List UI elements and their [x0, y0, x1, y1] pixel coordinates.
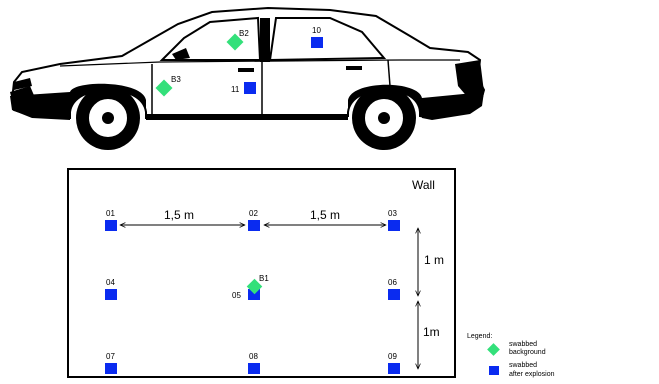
headlight: [14, 78, 32, 90]
marker-01-label: 01: [106, 209, 115, 218]
legend-background-line2: background: [509, 349, 546, 356]
front-bumper: [10, 86, 36, 108]
marker-03: [388, 220, 400, 231]
marker-09: [388, 363, 400, 374]
marker-08-label: 08: [249, 352, 258, 361]
rear-bumper: [455, 60, 484, 100]
legend-title: Legend:: [467, 333, 492, 340]
marker-10: [311, 37, 323, 48]
marker-05-label: 05: [232, 291, 241, 300]
marker-02: [248, 220, 260, 231]
legend: Legend: swabbed background swabbed after…: [467, 333, 555, 378]
rear-window: [268, 17, 387, 62]
dim-label-03-06: 1 m: [424, 253, 444, 267]
marker-07: [105, 363, 117, 374]
marker-06: [388, 289, 400, 300]
rear-wheel: [352, 86, 416, 150]
legend-explosion-swatch: [489, 366, 499, 375]
marker-04: [105, 289, 117, 300]
b-pillar: [260, 18, 270, 62]
marker-01: [105, 220, 117, 231]
dim-label-06-09: 1m: [423, 325, 440, 339]
marker-b3-label: B3: [171, 75, 181, 84]
marker-06-label: 06: [388, 278, 397, 287]
marker-b1-label: B1: [259, 274, 269, 283]
marker-b2-label: B2: [239, 29, 249, 38]
marker-02-label: 02: [249, 209, 258, 218]
marker-04-label: 04: [106, 278, 115, 287]
front-door-handle: [238, 68, 254, 72]
marker-08: [248, 363, 260, 374]
rear-door-handle: [346, 66, 362, 70]
legend-background-line1: swabbed: [509, 341, 537, 348]
wall-label: Wall: [412, 178, 435, 192]
marker-07-label: 07: [106, 352, 115, 361]
marker-03-label: 03: [388, 209, 397, 218]
marker-11: [244, 82, 256, 94]
marker-10-label: 10: [312, 26, 321, 35]
legend-background-swatch: [487, 343, 500, 356]
dim-label-01-02: 1,5 m: [164, 208, 194, 222]
marker-09-label: 09: [388, 352, 397, 361]
room-outline: [67, 168, 456, 378]
car-illustration: [10, 6, 486, 150]
legend-explosion-line2: after explosion: [509, 371, 555, 378]
marker-b3: [155, 79, 173, 97]
belt-line: [59, 59, 460, 67]
legend-explosion-line1: swabbed: [509, 362, 537, 369]
floor-plan: Wall 1,5 m 1,5 m 1 m 1m 01 02 03 04 05 B…: [67, 168, 456, 378]
side-mirror: [172, 48, 190, 60]
dim-label-02-03: 1,5 m: [310, 208, 340, 222]
marker-05: [248, 289, 260, 300]
front-wheel: [76, 86, 140, 150]
marker-11-label: 11: [231, 85, 240, 94]
